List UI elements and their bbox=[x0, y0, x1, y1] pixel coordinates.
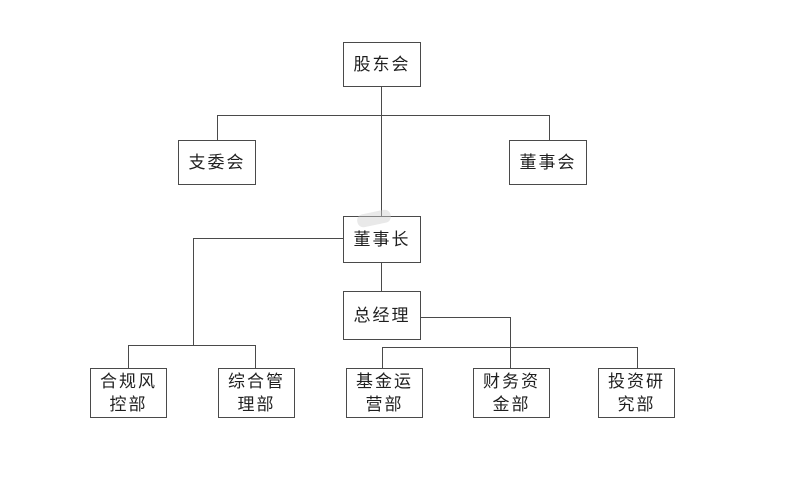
node-branch-committee: 支委会 bbox=[178, 140, 256, 185]
node-investment-research-dept: 投资研 究部 bbox=[598, 368, 675, 418]
node-shareholders-meeting: 股东会 bbox=[343, 42, 421, 87]
node-general-admin-dept: 综合管 理部 bbox=[218, 368, 295, 418]
node-compliance-risk-dept: 合规风 控部 bbox=[90, 368, 167, 418]
connector-finance-drop bbox=[510, 317, 511, 368]
node-board-of-directors: 董事会 bbox=[509, 140, 587, 185]
node-chairman: 董事长 bbox=[343, 216, 421, 263]
connector-admin-drop bbox=[255, 345, 256, 368]
connector-right-subtree-bar bbox=[382, 347, 637, 348]
node-finance-treasury-dept: 财务资 金部 bbox=[473, 368, 550, 418]
connector-fund-operations-drop bbox=[382, 347, 383, 368]
connector-research-drop bbox=[637, 347, 638, 368]
connector-chairman-left-arm bbox=[193, 238, 343, 239]
connector-left-subtree-bar bbox=[128, 345, 256, 346]
connector-gm-right-arm bbox=[421, 317, 510, 318]
node-fund-operations-dept: 基金运 营部 bbox=[346, 368, 423, 418]
connector-left-subtree-stem bbox=[193, 238, 194, 346]
connector-compliance-drop bbox=[128, 345, 129, 368]
connector-board-drop bbox=[549, 115, 550, 140]
connector-branch-committee-drop bbox=[217, 115, 218, 140]
connector-shareholders-stem bbox=[381, 87, 382, 216]
node-general-manager: 总经理 bbox=[343, 291, 421, 340]
connector-chairman-gm bbox=[381, 263, 382, 291]
connector-tier2-bar bbox=[217, 115, 550, 116]
